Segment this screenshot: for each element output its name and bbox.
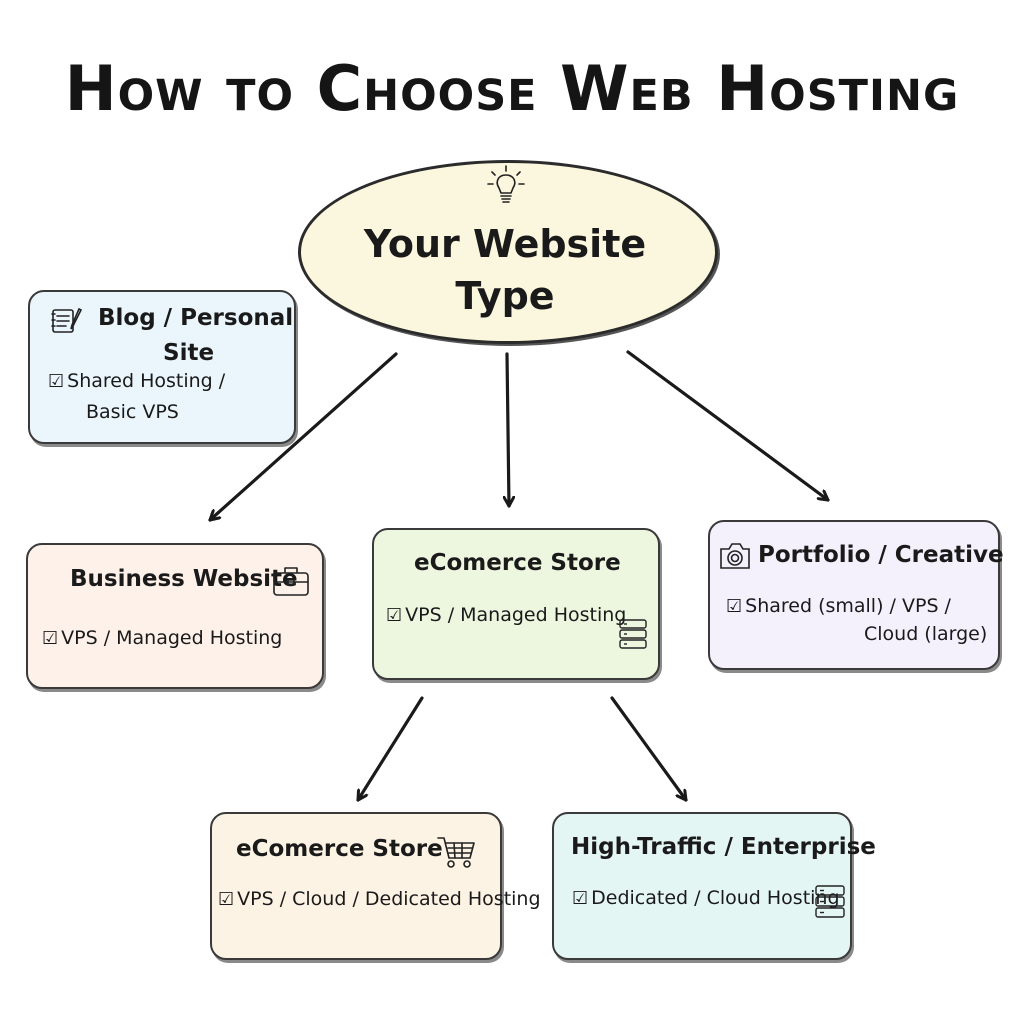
node-business-hosting: ☑VPS / Managed Hosting	[42, 627, 282, 649]
node-ecommerce-mid	[372, 528, 660, 680]
node-blog-hosting-line1: ☑Shared Hosting /	[48, 370, 225, 392]
check-icon: ☑	[572, 888, 589, 909]
check-icon: ☑	[386, 605, 403, 626]
node-portfolio-hosting-text1: Shared (small) / VPS /	[745, 595, 951, 617]
node-ecommerce-mid-hosting-text: VPS / Managed Hosting	[405, 604, 627, 626]
node-business-hosting-text: VPS / Managed Hosting	[61, 627, 283, 649]
root-label-line1: Your Website	[363, 222, 647, 266]
node-blog-title-line1: Blog / Personal	[98, 305, 294, 331]
diagram-title: How to Choose Web Hosting	[64, 52, 960, 125]
node-ecommerce-mid-title: eComerce Store	[414, 550, 621, 576]
arrow-root-to-portfolio	[626, 350, 830, 502]
node-ecommerce-mid-hosting: ☑VPS / Managed Hosting	[386, 604, 626, 626]
root-label-line2: Type	[455, 274, 555, 318]
node-enterprise-hosting: ☑Dedicated / Cloud Hosting	[572, 887, 840, 909]
camera-icon	[720, 543, 750, 569]
node-ecommerce-bottom-hosting: ☑VPS / Cloud / Dedicated Hosting	[218, 888, 541, 910]
node-ecommerce-bottom-title: eComerce Store	[236, 836, 443, 862]
arrow-ecommerce-to-ecommerce-bottom	[356, 696, 424, 802]
check-icon: ☑	[42, 628, 59, 649]
node-business-title: Business Website	[70, 566, 298, 592]
node-portfolio	[708, 520, 1000, 670]
node-portfolio-title: Portfolio / Creative	[758, 542, 1004, 568]
server-icon	[815, 885, 845, 918]
arrow-root-to-ecommerce	[507, 352, 509, 508]
node-enterprise-title: High-Traffic / Enterprise	[571, 834, 876, 860]
node-business	[26, 543, 324, 689]
check-icon: ☑	[218, 889, 235, 910]
node-portfolio-hosting-line1: ☑Shared (small) / VPS /	[726, 595, 951, 617]
arrow-ecommerce-to-enterprise	[610, 696, 688, 802]
shopping-cart-icon	[437, 837, 475, 868]
node-blog-hosting-line2: Basic VPS	[86, 401, 179, 423]
root-label: Your Website Type	[298, 218, 712, 322]
node-ecommerce-bottom	[210, 812, 502, 960]
node-enterprise-hosting-text: Dedicated / Cloud Hosting	[591, 887, 840, 909]
briefcase-icon	[273, 567, 309, 596]
node-blog-title-line2: Site	[163, 340, 215, 366]
root-node	[298, 160, 718, 344]
notebook-pencil-icon	[51, 307, 83, 333]
server-icon	[619, 619, 647, 649]
lightbulb-icon	[487, 165, 525, 203]
node-ecommerce-bottom-hosting-text: VPS / Cloud / Dedicated Hosting	[237, 888, 541, 910]
node-portfolio-hosting-line2: Cloud (large)	[864, 623, 988, 645]
check-icon: ☑	[48, 371, 65, 392]
node-enterprise	[552, 812, 852, 960]
check-icon: ☑	[726, 596, 743, 617]
node-blog-hosting-text1: Shared Hosting /	[67, 370, 226, 392]
